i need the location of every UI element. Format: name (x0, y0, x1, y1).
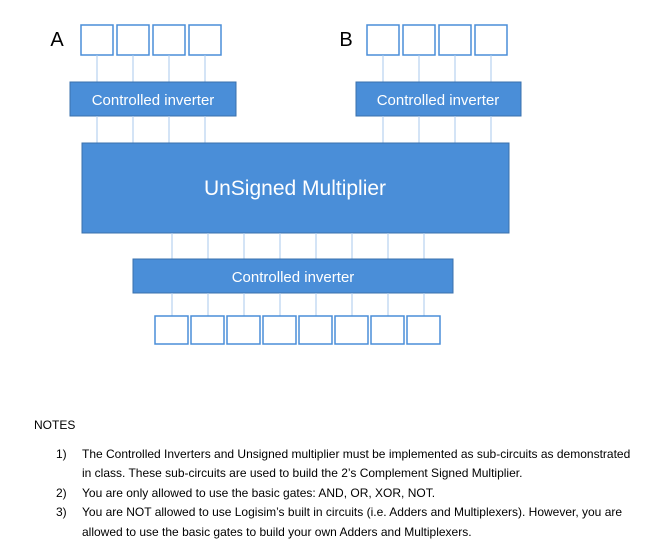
notes-heading: NOTES (34, 418, 76, 432)
note-text: You are NOT allowed to use Logisim’s bui… (82, 505, 623, 539)
output-bit-box (334, 315, 369, 345)
output-bit-box (190, 315, 225, 345)
wires-b-to-inverter (382, 55, 492, 82)
input-a-bit-box (152, 24, 186, 56)
output-bits (154, 315, 441, 345)
unsigned-multiplier-block (81, 142, 510, 234)
unsigned-multiplier-label: UnSigned Multiplier (204, 177, 386, 200)
note-number: 1) (56, 446, 67, 461)
note-number: 2) (56, 485, 67, 500)
wires-a-to-inverter (96, 55, 206, 82)
output-bit-box (262, 315, 297, 345)
output-bit-box (226, 315, 261, 345)
note-number: 3) (56, 505, 67, 519)
controlled-inverter-b (355, 81, 522, 117)
input-a-bits (80, 24, 222, 56)
input-b-label: B (339, 29, 352, 51)
note-text: The Controlled Inverters and Unsigned mu… (82, 446, 631, 481)
wires-multiplier-to-inverter (171, 233, 425, 259)
input-b-bit-box (438, 24, 472, 56)
input-b-bit-box (402, 24, 436, 56)
output-bit-box (298, 315, 333, 345)
input-a-bit-box (116, 24, 150, 56)
note-item: 1) The Controlled Inverters and Unsigned… (34, 445, 634, 484)
note-item: 2) You are only allowed to use the basic… (34, 484, 634, 504)
input-a-bit-box (188, 24, 222, 56)
output-bit-box (370, 315, 405, 345)
output-bit-box (154, 315, 189, 345)
wires-inverter-to-output (171, 293, 425, 316)
input-b-bits (366, 24, 508, 56)
signed-multiplier-diagram: A B Controlled inverter Controlled inver… (50, 24, 522, 345)
controlled-inverter-b-label: Controlled inverter (377, 92, 500, 109)
notes-section: NOTES 1) The Controlled Inverters and Un… (34, 416, 634, 542)
input-a-label: A (50, 29, 64, 51)
controlled-inverter-output (132, 258, 454, 294)
note-item: 3) You are NOT allowed to use Logisim’s … (34, 503, 634, 542)
note-text: You are only allowed to use the basic ga… (82, 485, 436, 500)
input-b-bit-box (474, 24, 508, 56)
controlled-inverter-output-label: Controlled inverter (232, 269, 355, 286)
controlled-inverter-a-label: Controlled inverter (92, 92, 215, 109)
input-b-bit-box (366, 24, 400, 56)
output-bit-box (406, 315, 441, 345)
controlled-inverter-a (69, 81, 237, 117)
wires-inverters-to-multiplier (96, 116, 492, 143)
notes-list: 1) The Controlled Inverters and Unsigned… (34, 445, 634, 543)
input-a-bit-box (80, 24, 114, 56)
